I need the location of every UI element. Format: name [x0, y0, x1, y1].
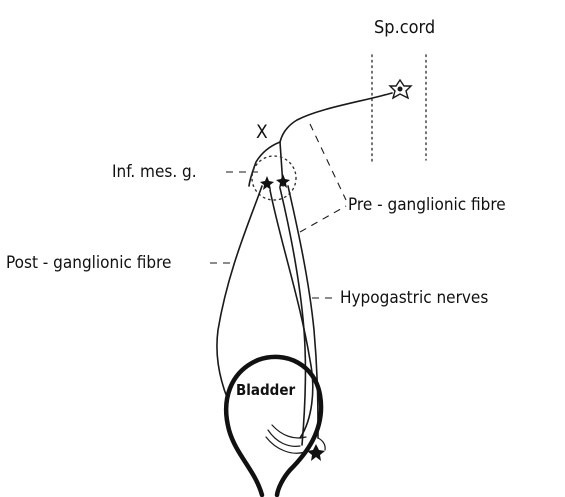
hypogastric-label: Hypogastric nerves	[340, 288, 488, 308]
post-ganglionic-fibre-path	[217, 186, 262, 400]
pre-ganglionic-leader-upper	[310, 124, 346, 200]
spinal-neuron	[390, 80, 411, 98]
pre-ganglionic-leader-lower	[300, 206, 346, 232]
bladder-label: Bladder	[236, 381, 295, 399]
bladder-ganglion-fibre	[318, 438, 325, 450]
pre-ganglionic-label: Pre - ganglionic fibre	[348, 195, 506, 215]
pre-ganglionic-fibre-path	[280, 93, 392, 142]
inf-mes-g-label: Inf. mes. g.	[112, 162, 197, 182]
spinal-cord-label: Sp.cord	[374, 17, 435, 38]
ganglion-to-bladder-right	[270, 190, 313, 438]
pre-ganglionic-branch-to-ganglion	[249, 142, 280, 186]
section-mark-x: X	[256, 121, 268, 143]
post-ganglionic-label: Post - ganglionic fibre	[6, 253, 171, 273]
